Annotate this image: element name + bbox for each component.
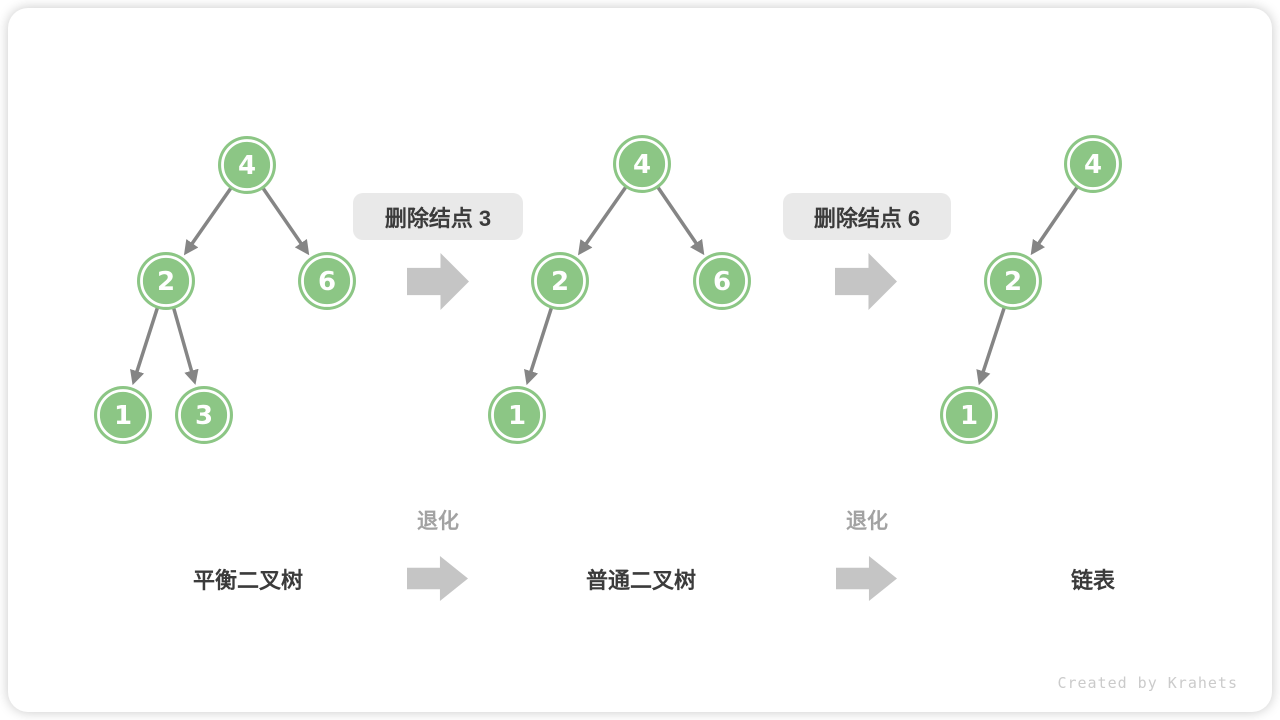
tree-node-inner-ring: [97, 389, 149, 441]
tree-edge: [130, 307, 160, 386]
tree-node-value: 2: [1004, 267, 1022, 297]
tree-node-4: 4: [613, 135, 671, 193]
tree-edge: [183, 186, 233, 256]
tree-node-3: 3: [175, 386, 233, 444]
tree-node-value: 1: [508, 401, 526, 431]
tree-node-4: 4: [1064, 135, 1122, 193]
tree-node-value: 4: [1084, 150, 1102, 180]
tree-node-circle: [1064, 135, 1122, 193]
tree-node-circle: [984, 252, 1042, 310]
tree-node-value: 6: [318, 267, 336, 297]
degenerate-label-2: 退化: [846, 510, 888, 533]
tree-title-balanced-binary-tree: 平衡二叉树: [192, 568, 304, 593]
tree-node-inner-ring: [696, 255, 748, 307]
tree-node-circle: [693, 252, 751, 310]
watermark: Created by Krahets: [1057, 674, 1238, 692]
tree-node-value: 6: [713, 267, 731, 297]
tree-node-2: 2: [137, 252, 195, 310]
tree-node-circle: [940, 386, 998, 444]
tree-edge: [656, 186, 705, 256]
tree-node-value: 2: [157, 267, 175, 297]
tree-edge: [976, 307, 1006, 386]
tree-node-1: 1: [940, 386, 998, 444]
tree-ordinary-binary-tree: 4 2 6 1: [488, 135, 751, 444]
tree-node-value: 1: [114, 401, 132, 431]
tree-node-2: 2: [531, 252, 589, 310]
tree-node-circle: [137, 252, 195, 310]
tree-node-inner-ring: [1067, 138, 1119, 190]
tree-edge: [171, 307, 199, 385]
tree-node-value: 3: [195, 401, 213, 431]
tree-node-inner-ring: [616, 138, 668, 190]
tree-node-value: 4: [633, 150, 651, 180]
tree-node-inner-ring: [491, 389, 543, 441]
tree-linked-list: 4 2 1: [940, 135, 1122, 444]
degenerate-label-1: 退化: [417, 510, 459, 533]
tree-title-ordinary-binary-tree: 普通二叉树: [585, 568, 697, 593]
tree-node-circle: [298, 252, 356, 310]
tree-node-inner-ring: [221, 139, 273, 191]
tree-node-4: 4: [218, 136, 276, 194]
tree-node-inner-ring: [140, 255, 192, 307]
tree-edge: [524, 307, 554, 386]
tree-edge: [261, 187, 310, 256]
tree-node-circle: [175, 386, 233, 444]
tree-node-inner-ring: [943, 389, 995, 441]
tree-node-value: 4: [238, 151, 256, 181]
tree-node-circle: [613, 135, 671, 193]
tree-node-inner-ring: [534, 255, 586, 307]
diagram-card: [8, 8, 1272, 712]
tree-edge: [577, 185, 628, 256]
tree-node-circle: [531, 252, 589, 310]
tree-node-6: 6: [693, 252, 751, 310]
tree-node-inner-ring: [987, 255, 1039, 307]
tree-node-circle: [488, 386, 546, 444]
delete-node-3-label: 删除结点 3: [353, 193, 523, 240]
tree-node-circle: [218, 136, 276, 194]
tree-node-value: 1: [960, 401, 978, 431]
tree-edge: [1030, 186, 1079, 256]
tree-node-1: 1: [488, 386, 546, 444]
tree-node-inner-ring: [178, 389, 230, 441]
tree-node-2: 2: [984, 252, 1042, 310]
tree-balanced-binary-tree: 4 2 6 1 3: [94, 136, 356, 444]
tree-node-1: 1: [94, 386, 152, 444]
tree-node-value: 2: [551, 267, 569, 297]
tree-title-linked-list: 链表: [1070, 568, 1116, 593]
tree-node-circle: [94, 386, 152, 444]
tree-node-inner-ring: [301, 255, 353, 307]
tree-node-6: 6: [298, 252, 356, 310]
delete-node-6-label: 删除结点 6: [783, 193, 951, 240]
